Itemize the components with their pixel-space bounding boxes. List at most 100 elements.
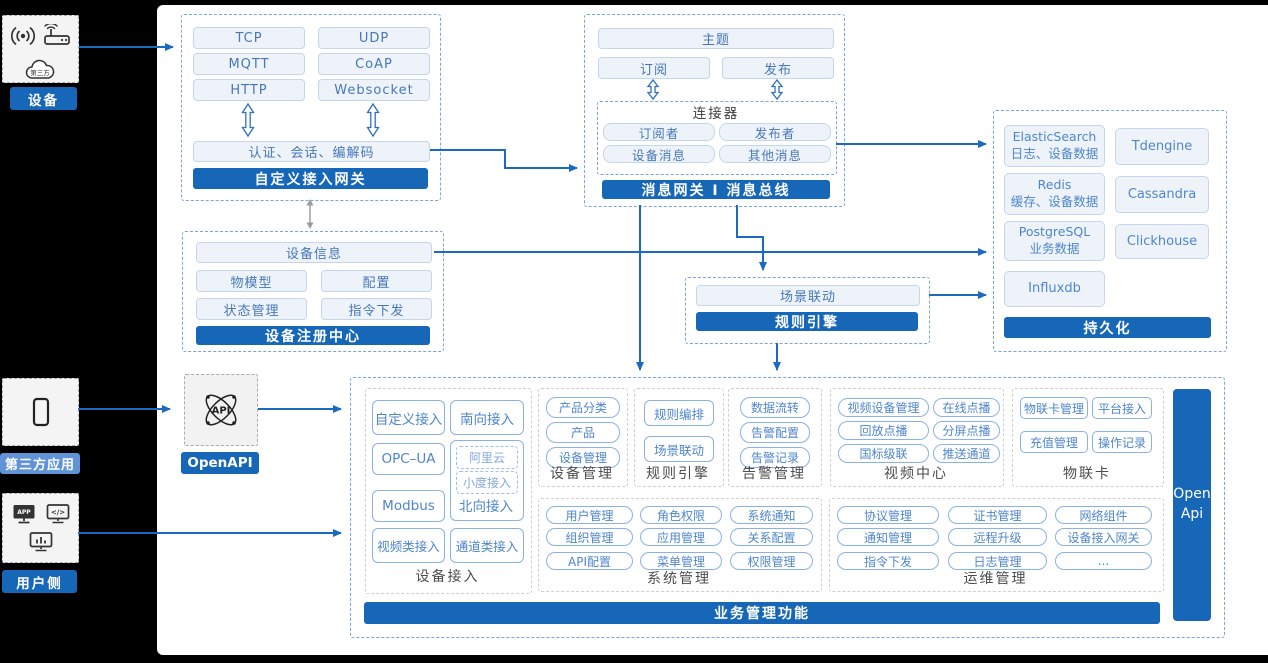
node-websocket: Websocket bbox=[318, 79, 430, 101]
node-role-permission: 角色权限 bbox=[640, 506, 722, 524]
node-push-channel: 推送通道 bbox=[933, 444, 1000, 463]
section-label-alarm: 告警管理 bbox=[742, 466, 806, 482]
device-icon-group: 第三方 bbox=[2, 15, 79, 83]
node-config: 配置 bbox=[321, 270, 432, 292]
node-channel-access: 通道类接入 bbox=[450, 528, 524, 563]
node-modbus: Modbus bbox=[372, 490, 445, 522]
node-product: 产品 bbox=[546, 422, 620, 443]
node-aliyun: 阿里云 bbox=[456, 446, 518, 469]
code-monitor-icon: </> bbox=[46, 504, 70, 524]
node-south-access: 南向接入 bbox=[450, 400, 524, 435]
node-scene-linkage-biz: 场景联动 bbox=[644, 436, 714, 462]
node-auth-session-codec: 认证、会话、编解码 bbox=[193, 141, 430, 162]
third-party-icon-group bbox=[2, 378, 79, 446]
store-desc: 缓存、设备数据 bbox=[1010, 194, 1099, 209]
node-protocol-mgmt: 协议管理 bbox=[837, 506, 939, 524]
store-name: PostgreSQL bbox=[1018, 224, 1091, 240]
node-opc-ua: OPC–UA bbox=[372, 443, 445, 475]
node-device-info: 设备信息 bbox=[196, 242, 432, 263]
node-cert-mgmt: 证书管理 bbox=[948, 506, 1047, 524]
openapi-icon-box: API bbox=[184, 374, 258, 446]
node-elasticsearch: ElasticSearch 日志、设备数据 bbox=[1004, 125, 1105, 167]
node-influxdb: Influxdb bbox=[1004, 271, 1105, 307]
store-name: Cassandra bbox=[1127, 186, 1197, 202]
node-gb-cascade: 国标级联 bbox=[838, 444, 929, 463]
node-mqtt: MQTT bbox=[193, 53, 305, 75]
user-side-label: 用户侧 bbox=[2, 570, 77, 593]
node-cassandra: Cassandra bbox=[1115, 176, 1209, 213]
section-label-iot-card: 物联卡 bbox=[1063, 466, 1111, 482]
node-video-access: 视频类接入 bbox=[372, 528, 445, 563]
svg-text:API: API bbox=[212, 406, 231, 417]
node-custom-access: 自定义接入 bbox=[372, 400, 445, 435]
node-device-mgmt: 设备管理 bbox=[546, 447, 620, 468]
section-label-system: 系统管理 bbox=[647, 571, 711, 587]
node-device-access-gateway: 设备接入网关 bbox=[1055, 528, 1152, 546]
node-subscribe: 订阅 bbox=[598, 57, 710, 79]
node-thing-model: 物模型 bbox=[196, 270, 307, 292]
section-label-device-access: 设备接入 bbox=[415, 569, 480, 585]
device-registry-title-bar: 设备注册中心 bbox=[196, 326, 430, 345]
node-postgresql: PostgreSQL 业务数据 bbox=[1004, 221, 1105, 261]
node-network-component: 网络组件 bbox=[1055, 506, 1152, 524]
open-api-line1: Open bbox=[1173, 486, 1211, 503]
node-http: HTTP bbox=[193, 79, 305, 101]
node-platform-access: 平台接入 bbox=[1092, 397, 1152, 419]
rule-engine-title-bar: 规则引擎 bbox=[696, 312, 918, 331]
store-desc: 日志、设备数据 bbox=[1010, 146, 1099, 161]
node-menu-mgmt: 菜单管理 bbox=[640, 552, 722, 570]
node-api-config: API配置 bbox=[546, 552, 633, 570]
node-udp: UDP bbox=[318, 27, 430, 49]
node-other-message: 其他消息 bbox=[719, 145, 831, 163]
node-status-mgmt: 状态管理 bbox=[196, 298, 307, 320]
node-org-mgmt: 组织管理 bbox=[546, 528, 633, 546]
node-remote-upgrade: 远程升级 bbox=[948, 528, 1047, 546]
app-monitor-icon: APP bbox=[13, 505, 35, 524]
store-name: Tdengine bbox=[1131, 138, 1193, 154]
node-split-screen: 分屏点播 bbox=[933, 421, 1000, 440]
router-icon bbox=[44, 24, 70, 45]
section-label-device-mgmt: 设备管理 bbox=[550, 466, 614, 482]
node-online-play: 在线点播 bbox=[933, 398, 1000, 417]
node-video-device-mgmt: 视频设备管理 bbox=[838, 398, 929, 417]
custom-gateway-title-bar: 自定义接入网关 bbox=[193, 168, 428, 189]
node-data-flow: 数据流转 bbox=[740, 397, 810, 418]
node-north-access-label: 北向接入 bbox=[459, 499, 513, 515]
node-scene-linkage: 场景联动 bbox=[696, 285, 920, 306]
store-name: Influxdb bbox=[1028, 281, 1081, 297]
node-more: ... bbox=[1055, 552, 1152, 570]
node-topic: 主题 bbox=[598, 28, 834, 49]
node-iot-card-mgmt: 物联卡管理 bbox=[1020, 397, 1088, 419]
node-user-mgmt: 用户管理 bbox=[546, 506, 633, 524]
connector-title: 连接器 bbox=[692, 106, 740, 122]
node-command-send: 指令下发 bbox=[321, 298, 432, 320]
third-party-cloud-icon: 第三方 bbox=[25, 59, 55, 79]
node-redis: Redis 缓存、设备数据 bbox=[1004, 173, 1105, 215]
phone-icon bbox=[32, 397, 50, 427]
third-party-label: 第三方应用 bbox=[0, 453, 80, 474]
node-app-mgmt: 应用管理 bbox=[640, 528, 722, 546]
node-tcp: TCP bbox=[193, 27, 305, 49]
section-label-video: 视频中心 bbox=[884, 466, 948, 482]
section-label-ops: 运维管理 bbox=[963, 571, 1028, 587]
svg-text:第三方: 第三方 bbox=[30, 68, 50, 77]
store-desc: 业务数据 bbox=[1029, 241, 1080, 256]
api-atom-icon: API bbox=[205, 394, 237, 426]
node-permission-mgmt: 权限管理 bbox=[730, 552, 813, 570]
node-alarm-config: 告警配置 bbox=[740, 422, 810, 443]
node-operation-record: 操作记录 bbox=[1092, 431, 1152, 453]
node-playback: 回放点播 bbox=[838, 421, 929, 440]
node-relation-config: 关系配置 bbox=[730, 528, 813, 546]
node-publish: 发布 bbox=[722, 57, 834, 79]
node-recharge-mgmt: 充值管理 bbox=[1020, 431, 1088, 453]
svg-text:</>: </> bbox=[51, 509, 65, 517]
store-name: Redis bbox=[1037, 177, 1072, 193]
node-tdengine: Tdengine bbox=[1115, 128, 1209, 165]
node-coap: CoAP bbox=[318, 53, 430, 75]
openapi-label: OpenAPI bbox=[181, 452, 259, 474]
node-notice-mgmt: 通知管理 bbox=[837, 528, 939, 546]
svg-text:APP: APP bbox=[17, 509, 31, 516]
node-subscriber: 订阅者 bbox=[603, 123, 715, 141]
store-name: Clickhouse bbox=[1126, 233, 1198, 249]
business-footer-bar: 业务管理功能 bbox=[364, 602, 1160, 624]
